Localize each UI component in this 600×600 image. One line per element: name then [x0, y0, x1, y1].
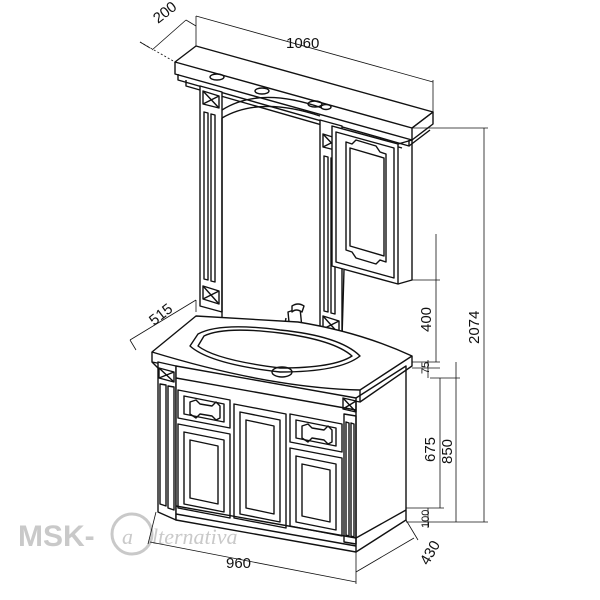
dim-cabinet-height: 400 — [418, 307, 435, 332]
dim-plinth-height: 100 — [420, 510, 432, 528]
furniture — [151, 45, 434, 553]
watermark-text: MSK- — [18, 520, 95, 553]
dim-width-top: 1060 — [286, 35, 319, 52]
vanity-base — [157, 361, 407, 553]
watermark-logo-icon — [110, 512, 154, 556]
dim-total-height: 2074 — [466, 311, 483, 344]
dimension-lines — [129, 15, 488, 584]
dim-depth-basin: 515 — [146, 300, 176, 329]
dim-vanity-depth: 430 — [417, 538, 444, 568]
top-shelf — [174, 45, 434, 149]
dim-basin-thickness: 75 — [420, 362, 432, 374]
dim-floor-to-basin: 850 — [439, 439, 456, 464]
left-pillar — [199, 85, 223, 313]
watermark-logo-letter: a — [122, 524, 133, 549]
dim-depth-top: 200 — [150, 0, 180, 27]
wall-cabinet — [331, 125, 413, 339]
dim-vanity-width: 960 — [226, 555, 251, 572]
dim-vanity-height: 675 — [422, 437, 439, 462]
mirror — [221, 96, 323, 318]
